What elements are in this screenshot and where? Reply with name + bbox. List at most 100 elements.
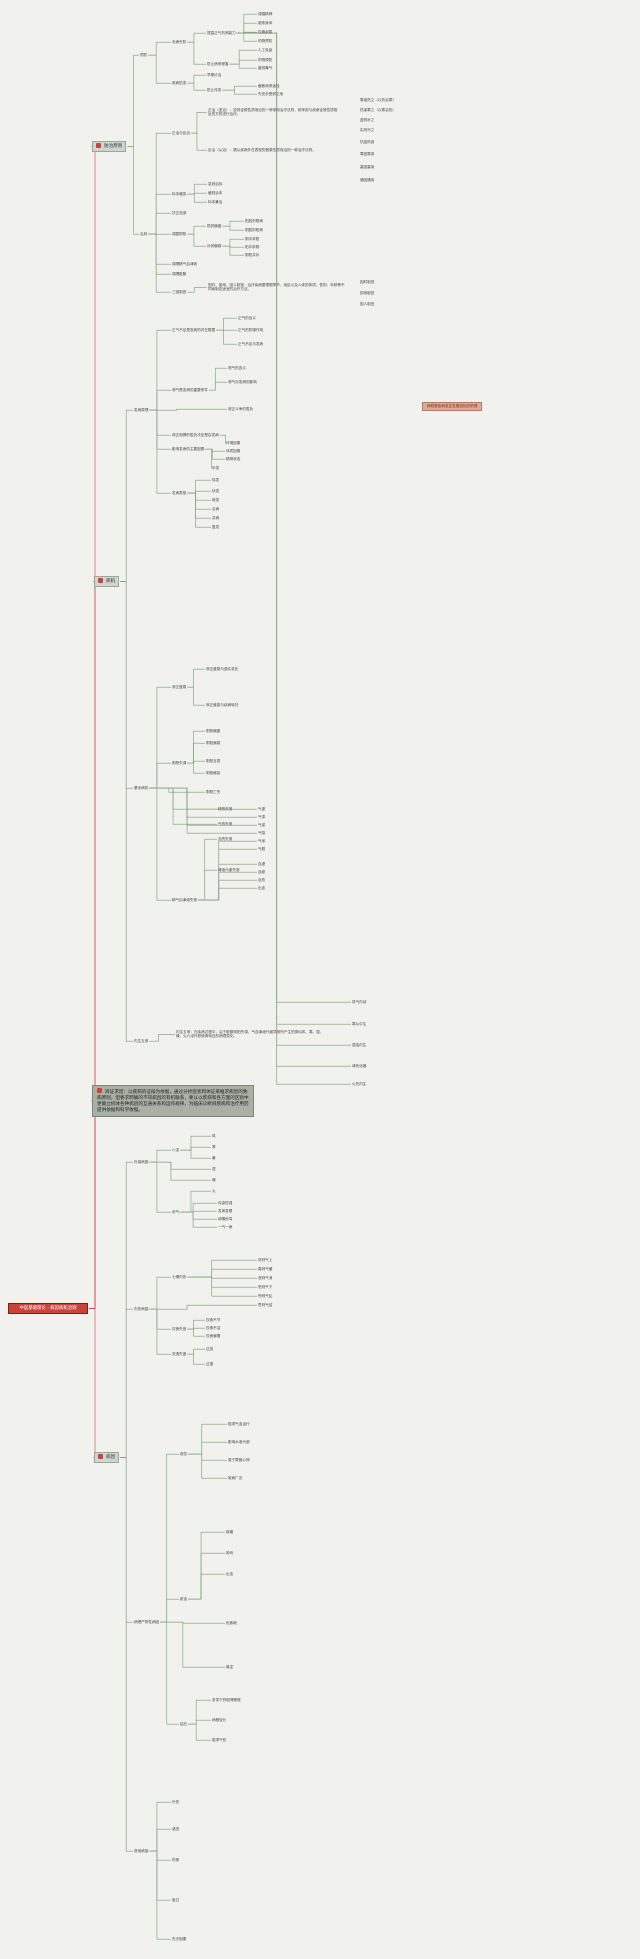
leaf[interactable]: 阻滞气血运行 xyxy=(228,1422,250,1426)
leaf[interactable]: 火热内生 xyxy=(352,1082,367,1086)
node-fangchuan[interactable]: 防止传变 xyxy=(207,88,222,92)
leaf[interactable]: 热因热用 xyxy=(360,140,375,144)
leaf[interactable]: 环境因素 xyxy=(226,441,241,445)
node-waigan[interactable]: 外感病因 xyxy=(134,1160,149,1164)
leaf[interactable]: 并病 xyxy=(212,516,220,520)
node-leixing[interactable]: 发病类型 xyxy=(172,491,187,495)
leaf[interactable]: 湿浊内生 xyxy=(352,1043,367,1047)
root-node[interactable]: 中医基础理论 - 病因病机治则 xyxy=(8,1303,88,1314)
leaf[interactable]: 截断病邪途径 xyxy=(258,84,280,88)
leaf[interactable]: 实则泻之 xyxy=(360,128,375,132)
leaf[interactable]: 饮食起居 xyxy=(258,30,273,34)
node-tiaozheng[interactable]: 调整阴阳 xyxy=(172,232,187,236)
leaf[interactable]: 急则治标 xyxy=(208,182,223,186)
leaf[interactable]: 病情危笃 xyxy=(218,1217,233,1221)
leaf[interactable]: 热者寒之（以寒治热） xyxy=(360,108,396,112)
node-huanjing[interactable]: 影响发病的主要因素 xyxy=(172,447,205,451)
leaf[interactable]: 徐发 xyxy=(212,478,220,482)
leaf[interactable]: 津伤化燥 xyxy=(352,1064,367,1068)
node-xieqi[interactable]: 邪气是发病的重要条件 xyxy=(172,388,208,392)
leaf[interactable]: 血的失常 xyxy=(218,837,233,841)
leaf[interactable]: 诸虫 xyxy=(172,1827,180,1831)
leaf[interactable]: 惊则气乱 xyxy=(258,1294,273,1298)
leaf[interactable]: 出血 xyxy=(258,886,266,890)
leaf[interactable]: 暑 xyxy=(212,1156,216,1160)
node-xzsx[interactable]: 邪正盛衰 xyxy=(172,685,187,689)
leaf[interactable]: 寒 xyxy=(212,1145,216,1149)
leaf[interactable]: 因地制宜 xyxy=(360,291,375,295)
leaf[interactable]: 恐则气下 xyxy=(258,1285,273,1289)
node-neishang[interactable]: 内伤病因 xyxy=(134,1307,149,1311)
leaf[interactable]: 致病广泛 xyxy=(228,1476,243,1480)
leaf[interactable]: 正气不足与发病 xyxy=(238,342,264,346)
leaf[interactable]: 合病 xyxy=(212,507,220,511)
leaf[interactable]: 继发 xyxy=(212,498,220,502)
node-weibing[interactable]: 未病先防 xyxy=(172,40,187,44)
leaf[interactable]: 因人制宜 xyxy=(360,302,375,306)
leaf[interactable]: 邪气的含义 xyxy=(228,366,246,370)
leaf[interactable]: 人工免疫 xyxy=(258,48,273,52)
node-yyp[interactable]: 损其偏盛 xyxy=(207,224,222,228)
leaf[interactable]: 锻炼身体 xyxy=(258,21,273,25)
leaf[interactable]: 影响水液代谢 xyxy=(228,1440,250,1444)
leaf[interactable]: 病程较长 xyxy=(212,1718,227,1722)
leaf[interactable]: 传染性强 xyxy=(218,1201,233,1205)
leaf[interactable]: 外伤 xyxy=(172,1800,180,1804)
leaf[interactable]: 阴阳亡失 xyxy=(206,790,221,794)
leaf[interactable]: 湿 xyxy=(212,1167,216,1171)
leaf[interactable]: 标本兼治 xyxy=(208,200,223,204)
leaf[interactable]: 医过 xyxy=(172,1898,180,1902)
node-liqi[interactable]: 疠气 xyxy=(172,1210,180,1214)
leaf[interactable]: 喜则气缓 xyxy=(258,1267,273,1271)
leaf[interactable]: 阴中求阳 xyxy=(245,237,260,241)
leaf[interactable]: 气脱 xyxy=(258,847,266,851)
node-qita[interactable]: 其他病因 xyxy=(134,1849,149,1853)
node-prevention[interactable]: 预防 xyxy=(140,53,148,57)
leaf[interactable]: 邪正盛衰与疾病转归 xyxy=(206,703,239,707)
leaf[interactable]: 肿块 xyxy=(226,1551,234,1555)
branch-etiology[interactable]: 病因 xyxy=(94,1452,120,1463)
leaf[interactable]: 饮食偏嗜 xyxy=(206,1334,221,1338)
leaf[interactable]: 气闭 xyxy=(258,839,266,843)
leaf[interactable]: 避其毒气 xyxy=(258,66,273,70)
node-fabing[interactable]: 发病原理 xyxy=(134,408,149,412)
leaf[interactable]: 药邪 xyxy=(172,1858,180,1862)
leaf[interactable]: 体质因素 xyxy=(226,449,241,453)
node-jiben[interactable]: 基本病机 xyxy=(134,786,149,790)
node-biaoben[interactable]: 标本缓急 xyxy=(172,192,187,196)
node-jieshi[interactable]: 结石 xyxy=(180,1722,188,1726)
leaf[interactable]: 气虚 xyxy=(258,807,266,811)
leaf[interactable]: 思则气结 xyxy=(258,1303,273,1307)
leaf[interactable]: 复发 xyxy=(212,525,220,529)
node-yinshi[interactable]: 饮食失宜 xyxy=(172,1327,187,1331)
leaf[interactable]: 塞因塞用 xyxy=(360,165,375,169)
leaf[interactable]: 怒则气上 xyxy=(258,1258,273,1262)
leaf[interactable]: 药物预防 xyxy=(258,58,273,62)
leaf[interactable]: 精神状态 xyxy=(226,457,241,461)
leaf[interactable]: 阳胜则阴病 xyxy=(245,219,263,223)
leaf[interactable]: 疼痛 xyxy=(226,1530,234,1534)
node-zhengzhi[interactable]: 正治与反治 xyxy=(172,131,190,135)
leaf[interactable]: 正气的含义 xyxy=(238,316,256,320)
leaf[interactable]: 精的失常 xyxy=(218,807,233,811)
node-jibing[interactable]: 既病防变 xyxy=(172,81,187,85)
leaf[interactable]: 血虚 xyxy=(258,862,266,866)
leaf[interactable]: 饮食不洁 xyxy=(206,1326,221,1330)
leaf[interactable]: 多发于肝胆肾膀胱 xyxy=(212,1698,241,1702)
leaf[interactable]: 药物预防 xyxy=(258,39,273,43)
leaf[interactable]: 风气内动 xyxy=(352,1000,367,1004)
node-jqxj[interactable]: 精气血津液失常 xyxy=(172,898,198,902)
node-laoyi[interactable]: 劳逸失度 xyxy=(172,1352,187,1356)
leaf[interactable]: 气滞 xyxy=(258,815,266,819)
leaf[interactable]: 阴阳偏盛 xyxy=(206,729,221,733)
node-bingli[interactable]: 病理产物性病因 xyxy=(134,1620,160,1624)
leaf[interactable]: 过逸 xyxy=(206,1362,214,1366)
leaf[interactable]: 阴胜则阳病 xyxy=(245,228,263,232)
node-yysc[interactable]: 阴阳失调 xyxy=(172,761,187,765)
leaf[interactable]: 燥 xyxy=(212,1178,216,1182)
leaf[interactable]: 先天因素 xyxy=(172,1937,187,1941)
node-zhengqi[interactable]: 提高正气抗邪能力 xyxy=(207,31,236,35)
node-zhengxie-dou[interactable]: 邪正相搏的胜负决定是否发病 xyxy=(172,433,219,437)
leaf[interactable]: 阴阳格拒 xyxy=(206,771,221,775)
leaf[interactable]: 血瘀 xyxy=(258,870,266,874)
